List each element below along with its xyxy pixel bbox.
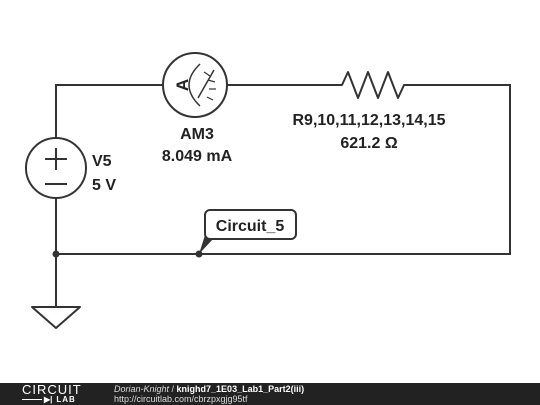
footer-title-line: Dorian-Knight / knighd7_1E03_Lab1_Part2(… (114, 384, 304, 394)
circuit-url[interactable]: http://circuitlab.com/cbrzpxgjg95tf (114, 394, 248, 404)
title-separator: / (169, 384, 177, 394)
circuitlab-logo[interactable]: CIRCUIT ▶| LAB (22, 383, 98, 405)
wires (55, 84, 511, 307)
logo-bottom-row: ▶| LAB (22, 395, 98, 404)
junction-dot-left (52, 250, 60, 258)
logo-top-text: CIRCUIT (22, 382, 82, 397)
ammeter-icon (162, 52, 228, 118)
resistor-value: 621.2 Ω (340, 135, 397, 152)
wire-left-top (55, 84, 162, 138)
wire-right (56, 84, 511, 255)
source-symbol-icon (25, 137, 87, 199)
ammeter-name: AM3 (180, 126, 214, 143)
diode-icon: ▶| (44, 395, 53, 404)
ammeter-reading: 8.049 mA (162, 148, 233, 165)
resistor-name: R9,10,11,12,13,14,15 (292, 112, 445, 129)
source-value: 5 V (92, 177, 116, 194)
author-link[interactable]: Dorian-Knight (114, 384, 170, 394)
ground-icon (31, 306, 81, 329)
net-label: Circuit_5 (199, 209, 297, 254)
logo-wire-icon (22, 399, 42, 400)
logo-bottom-text: LAB (56, 395, 76, 404)
net-label-box (204, 209, 297, 240)
footer-bar: CIRCUIT ▶| LAB Dorian-Knight / knighd7_1… (0, 383, 540, 405)
ammeter: A (162, 52, 228, 118)
ammeter-symbol: A (173, 79, 192, 91)
source-name: V5 (92, 153, 112, 170)
footer-meta: Dorian-Knight / knighd7_1E03_Lab1_Part2(… (114, 384, 304, 404)
net-label-text: Circuit_5 (216, 218, 285, 235)
resistor-icon (330, 71, 410, 99)
voltage-source (25, 137, 87, 199)
circuit-title[interactable]: knighd7_1E03_Lab1_Part2(iii) (176, 384, 305, 394)
